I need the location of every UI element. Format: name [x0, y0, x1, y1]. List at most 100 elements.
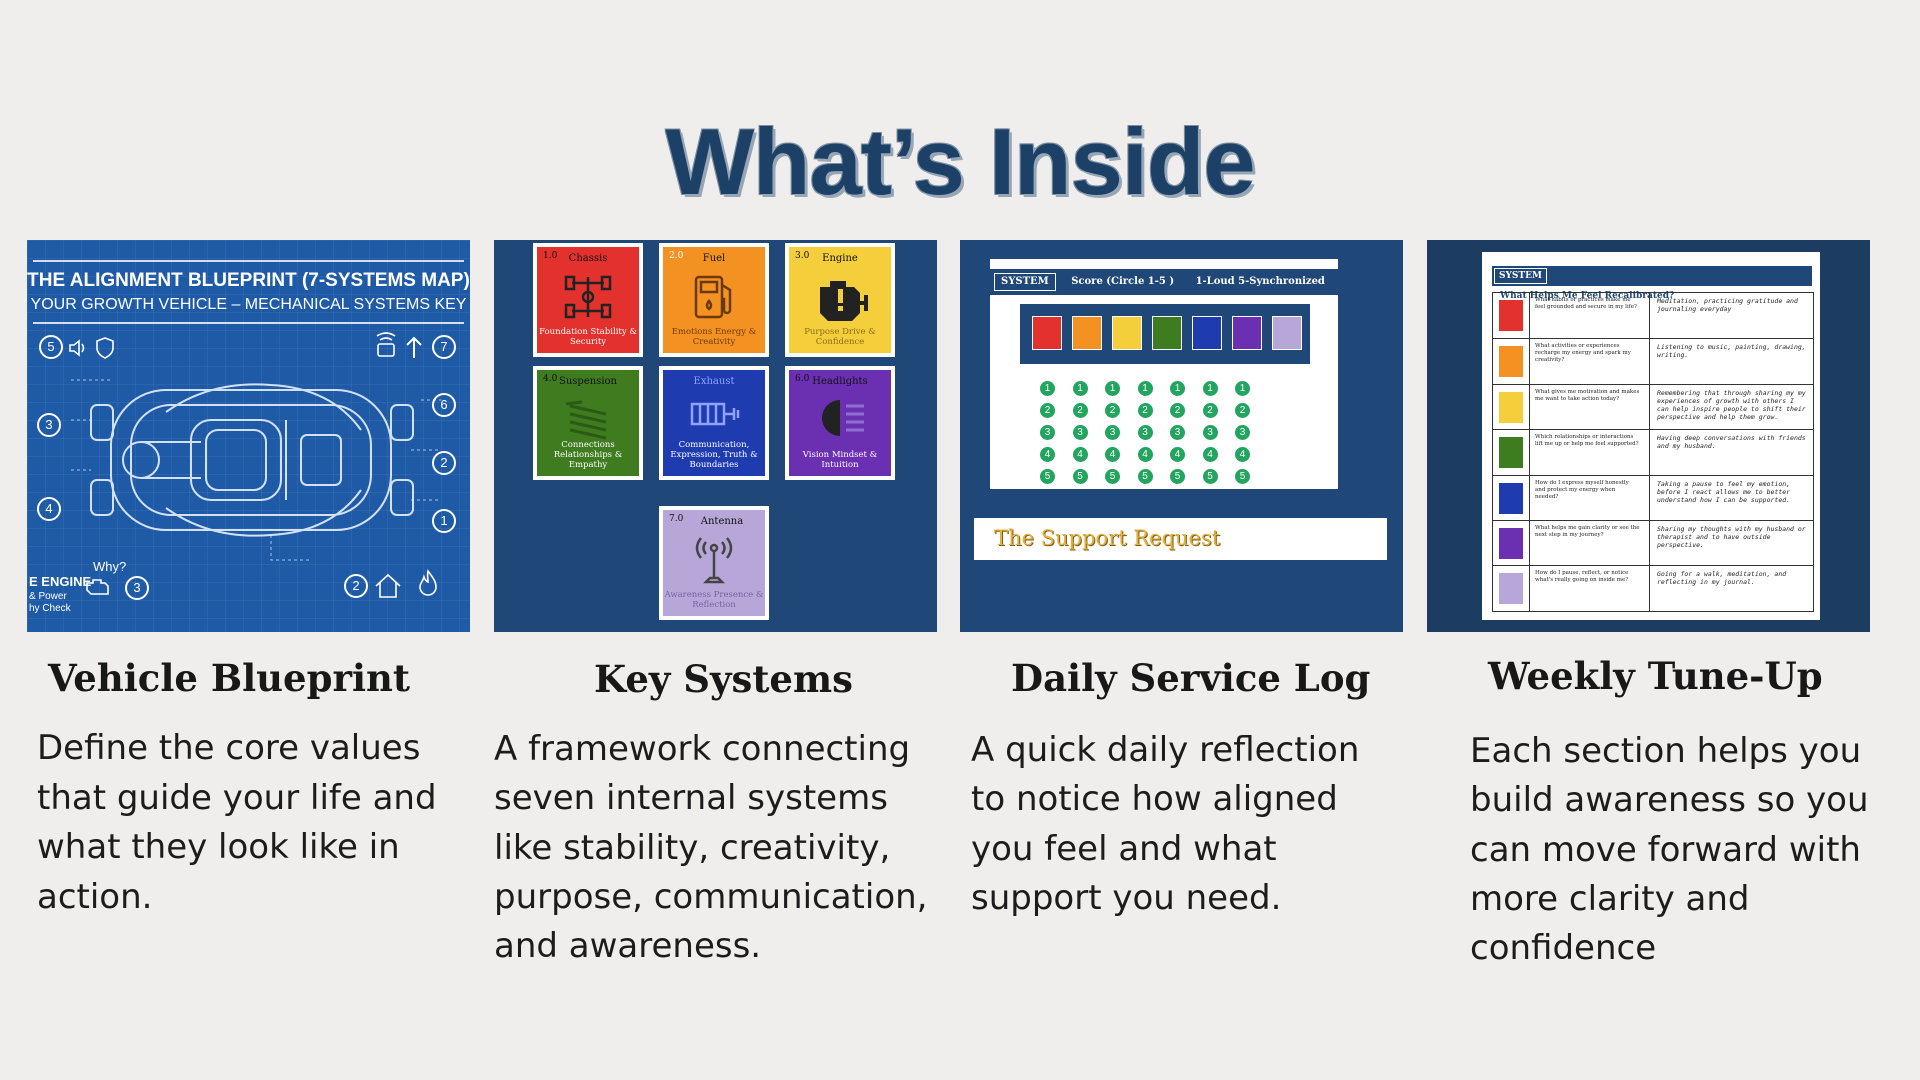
system-swatch-icon	[1499, 482, 1523, 514]
tile-name: Suspension	[559, 376, 617, 387]
antenna-icon	[695, 537, 733, 584]
tile-number: 3.0	[795, 251, 810, 261]
fuel-pump-icon	[1072, 316, 1102, 350]
tune-answer: Having deep conversations with friends a…	[1657, 434, 1806, 451]
score-dot: 2	[1137, 403, 1153, 418]
flame-icon	[419, 569, 437, 596]
score-dot: 1	[1170, 381, 1185, 396]
score-label: Score (Circle 1-5 )	[1071, 276, 1175, 287]
score-dot: 5	[1137, 469, 1153, 484]
score-dot: 3	[1105, 425, 1120, 440]
tile-name: Engine	[822, 253, 858, 264]
score-dot: 4	[1235, 447, 1250, 462]
car-blueprint-icon	[71, 379, 441, 561]
tune-up-sheet: SYSTEM What Helps Me Feel Recalibrated? …	[1482, 252, 1820, 620]
tile-number: 7.0	[669, 514, 684, 524]
system-tile-fuel: 2.0 Fuel Emotions Energy & Creativity	[659, 243, 769, 357]
tile-subtitle: Purpose Drive & Confidence	[804, 327, 876, 347]
score-dot: 2	[1202, 403, 1218, 418]
tune-question: What activities or experiences recharge …	[1535, 343, 1631, 364]
card-title-key-systems: Key Systems	[594, 657, 853, 701]
tune-row: How do I express myself honestly and pro…	[1493, 474, 1813, 520]
system-label: SYSTEM	[1494, 268, 1547, 284]
engine-icon	[86, 579, 109, 595]
score-dot: 3	[1170, 425, 1185, 440]
score-dot: 3	[1235, 425, 1250, 440]
tune-question: How do I pause, reflect, or notice what'…	[1535, 570, 1629, 584]
system-swatch-icon	[1499, 300, 1523, 331]
card-description-weekly-tune-up: Each section helps you build awareness s…	[1470, 731, 1869, 969]
exhaust-icon	[690, 402, 740, 426]
tune-row: What gives me motivation and makes me wa…	[1493, 383, 1813, 429]
system-icon-row	[1020, 304, 1310, 364]
score-dot: 5	[1202, 469, 1218, 484]
page-title: What’s Inside	[665, 109, 1255, 214]
system-swatch-icon	[1499, 573, 1523, 605]
tune-question: What helps me gain clarity or see the ne…	[1535, 525, 1640, 538]
system-tile-exhaust: Exhaust Communication, Expression, Truth…	[659, 366, 769, 480]
house-icon	[375, 573, 401, 598]
score-dot: 4	[1202, 447, 1218, 462]
tune-answer: Meditation, practicing gratitude and jou…	[1657, 297, 1798, 313]
score-header: SYSTEM Score (Circle 1-5 ) 1-Loud 5-Sync…	[990, 269, 1338, 295]
system-tile-suspension: 4.0 Suspension Connections Relationships…	[533, 366, 643, 480]
card-title-weekly-tune-up: Weekly Tune-Up	[1488, 654, 1823, 698]
tile-subtitle: Foundation Stability & Security	[539, 327, 637, 347]
score-dot: 4	[1170, 447, 1185, 462]
divider	[33, 322, 464, 324]
engine-warning-icon	[1112, 316, 1142, 350]
antenna-icon	[376, 332, 396, 357]
card-title-vehicle-blueprint: Vehicle Blueprint	[48, 656, 410, 700]
scale-label: 1-Loud 5-Synchronized	[1195, 276, 1325, 287]
chassis-icon	[1032, 316, 1062, 350]
card-description-vehicle-blueprint: Define the core values that guide your l…	[37, 728, 437, 917]
tile-subtitle: Communication, Expression, Truth & Bound…	[670, 440, 758, 470]
system-tile-antenna: 7.0 Antenna Awareness Presence & Reflect…	[659, 506, 769, 620]
card-title-daily-service-log: Daily Service Log	[1011, 656, 1371, 700]
chassis-icon	[564, 275, 612, 319]
system-swatch-icon	[1499, 346, 1523, 378]
tile-number: 1.0	[543, 251, 558, 261]
score-dot: 2	[1235, 403, 1250, 418]
card-description-daily-service-log: A quick daily reflection to notice how a…	[971, 730, 1360, 918]
tune-row: What helps me gain clarity or see the ne…	[1493, 520, 1813, 565]
shield-icon	[96, 337, 114, 359]
tile-name: Antenna	[700, 516, 744, 527]
exhaust-icon	[1192, 316, 1222, 350]
daily-service-log-image: SYSTEM Score (Circle 1-5 ) 1-Loud 5-Sync…	[960, 240, 1403, 632]
score-dot: 2	[1170, 403, 1185, 418]
callout-badge: 1	[432, 509, 456, 533]
support-request-label: The Support Request	[994, 526, 1221, 550]
score-dot: 3	[1137, 425, 1153, 440]
score-dot: 1	[1202, 381, 1218, 396]
score-dot: 1	[1040, 381, 1055, 396]
key-systems-image: 1.0 Chassis Foundation Stability & Secur…	[494, 240, 937, 632]
system-swatch-icon	[1499, 437, 1523, 469]
engine-sublabel: & Power	[29, 591, 67, 602]
arrow-up-icon	[406, 336, 422, 358]
score-dot: 4	[1040, 447, 1055, 462]
blueprint-heading: THE ALIGNMENT BLUEPRINT (7-SYSTEMS MAP)	[27, 270, 470, 291]
tune-answer: Remembering that through sharing my my e…	[1657, 388, 1806, 421]
tune-question: How do I express myself honestly and pro…	[1535, 479, 1629, 500]
tune-row: How do I pause, reflect, or notice what'…	[1493, 565, 1813, 610]
score-dot: 4	[1137, 447, 1153, 462]
tune-question: What gives me motivation and makes me wa…	[1535, 388, 1640, 402]
callout-badge: 2	[344, 574, 368, 598]
tile-name: Fuel	[702, 253, 726, 264]
tune-question: What habits or practices make me feel gr…	[1535, 297, 1637, 310]
headlight-icon	[822, 400, 864, 436]
why-label: Why?	[93, 559, 127, 574]
score-dot: 4	[1072, 447, 1088, 462]
score-dot: 1	[1072, 381, 1088, 396]
tile-subtitle: Vision Mindset & Intuition	[802, 450, 878, 470]
callout-badge: 4	[37, 497, 61, 521]
tile-subtitle: Awareness Presence & Reflection	[664, 590, 764, 610]
callout-badge: 6	[432, 393, 456, 417]
score-dot: 1	[1137, 381, 1153, 396]
score-dot: 1	[1235, 381, 1250, 396]
score-dot: 5	[1105, 469, 1120, 484]
tune-answer: Going for a walk, meditation, and reflec…	[1657, 570, 1787, 587]
card-description-key-systems: A framework connecting seven internal sy…	[494, 729, 928, 967]
tile-subtitle: Emotions Energy & Creativity	[671, 327, 757, 347]
